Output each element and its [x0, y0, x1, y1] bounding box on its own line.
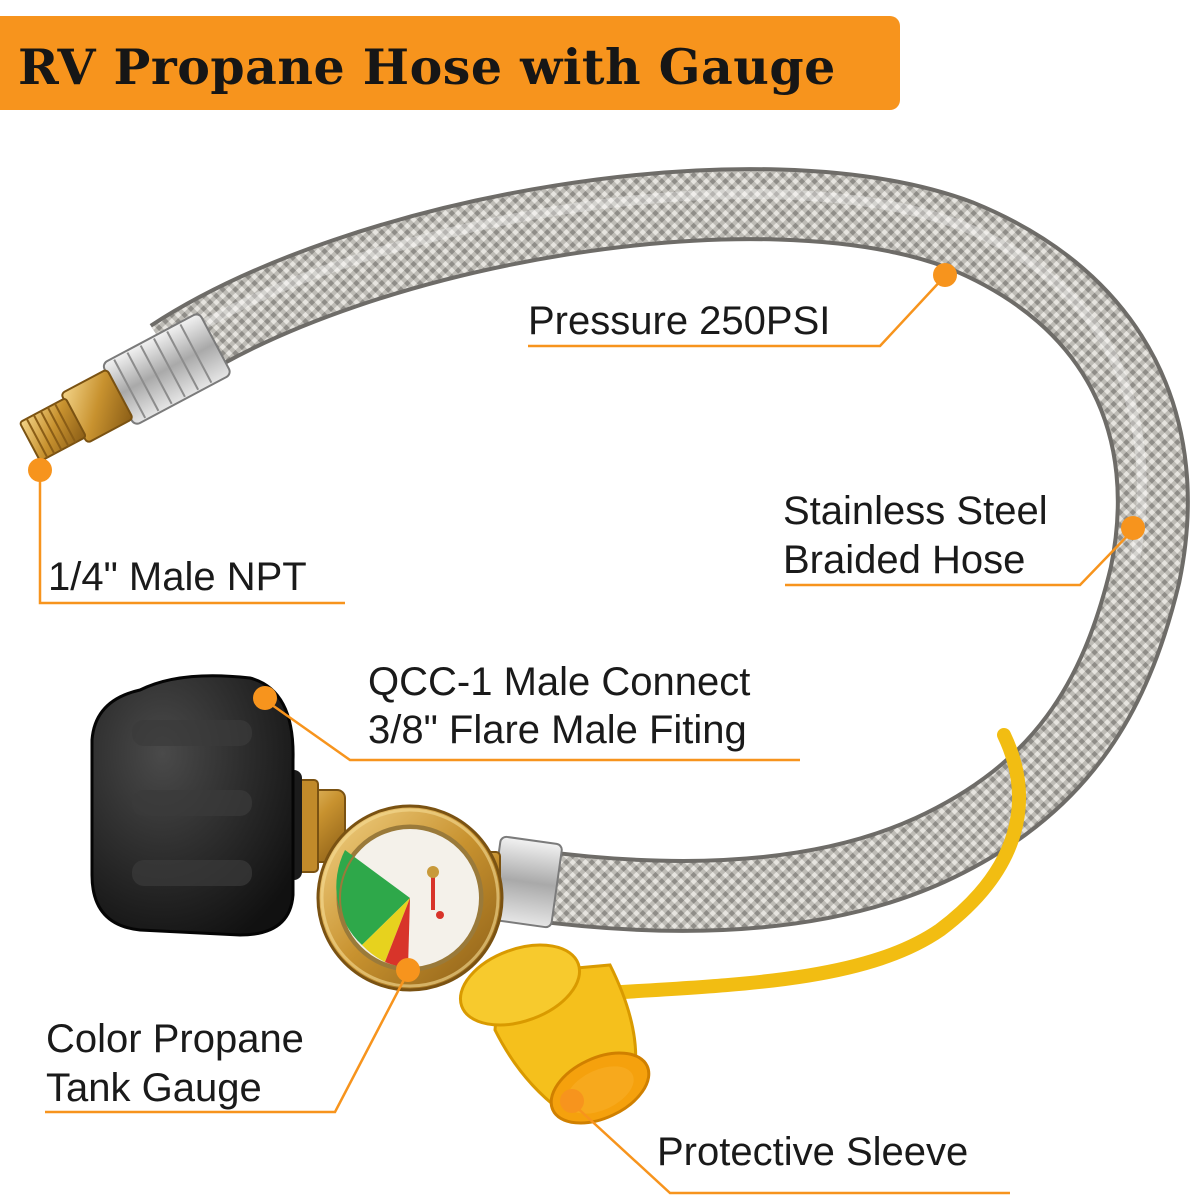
callout-dots	[28, 263, 1145, 1113]
qcc-label-line1: QCC-1 Male Connect	[368, 660, 751, 704]
hose-dot	[1121, 516, 1145, 540]
hose-label-line1: Stainless Steel	[783, 489, 1048, 533]
sleeve-leader	[571, 1102, 1010, 1195]
braided-hose	[149, 167, 1190, 933]
page-title: RV Propane Hose with Gauge	[18, 38, 836, 96]
npt-leader	[38, 470, 345, 605]
npt-dot	[28, 458, 52, 482]
propane-tank-gauge	[316, 804, 504, 992]
gauge-label-line2: Tank Gauge	[46, 1066, 262, 1110]
qcc-leader	[264, 698, 800, 762]
gauge-leader	[45, 971, 410, 1114]
pressure-leader	[528, 275, 946, 348]
pressure-label: Pressure 250PSI	[528, 299, 831, 343]
npt-label: 1/4" Male NPT	[48, 555, 307, 599]
gauge-dot	[396, 958, 420, 982]
callout-lines	[38, 275, 1134, 1195]
qcc-dot	[253, 686, 277, 710]
protective-sleeve	[458, 728, 1026, 1125]
sleeve-dot	[560, 1089, 584, 1113]
title-banner: RV Propane Hose with Gauge	[0, 16, 900, 110]
npt-fitting	[19, 313, 231, 462]
qcc-label-line2: 3/8" Flare Male Fiting	[368, 708, 747, 752]
sleeve-label: Protective Sleeve	[657, 1130, 969, 1174]
pressure-dot	[933, 263, 957, 287]
gauge-label-line1: Color Propane	[46, 1017, 304, 1061]
qcc1-connector	[90, 674, 302, 937]
hose-label-line2: Braided Hose	[783, 538, 1026, 582]
hose-leader	[785, 529, 1134, 587]
